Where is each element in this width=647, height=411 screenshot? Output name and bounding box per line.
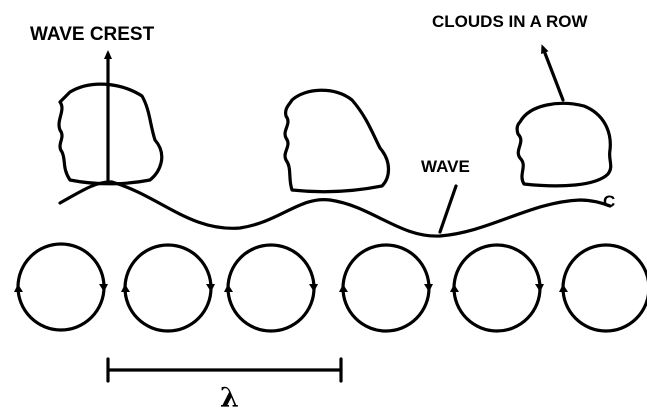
circulation-cell-icon xyxy=(16,242,106,332)
label-lambda: λ xyxy=(220,383,239,411)
wavelength-scale-bar xyxy=(106,357,343,383)
circulation-direction-marks xyxy=(14,284,568,292)
arrow-icon xyxy=(541,44,565,102)
arrow-icon xyxy=(438,184,458,234)
circulation-cell-icon xyxy=(123,243,213,333)
circulation-cells xyxy=(16,242,647,333)
circulation-cell-icon xyxy=(561,243,647,333)
circulation-cell-icon xyxy=(226,243,316,333)
label-c: C xyxy=(603,192,615,211)
circulation-cell-icon xyxy=(452,243,542,333)
label-clouds-in-a-row: CLOUDS IN A ROW xyxy=(432,12,588,31)
label-wave: WAVE xyxy=(421,157,470,176)
label-wave-crest: WAVE CREST xyxy=(30,24,155,45)
circulation-cell-icon xyxy=(341,243,431,333)
cloud-icon xyxy=(283,88,391,194)
cloud-icon xyxy=(515,101,613,188)
cloud-icon xyxy=(57,82,164,186)
wave-line xyxy=(58,180,612,238)
